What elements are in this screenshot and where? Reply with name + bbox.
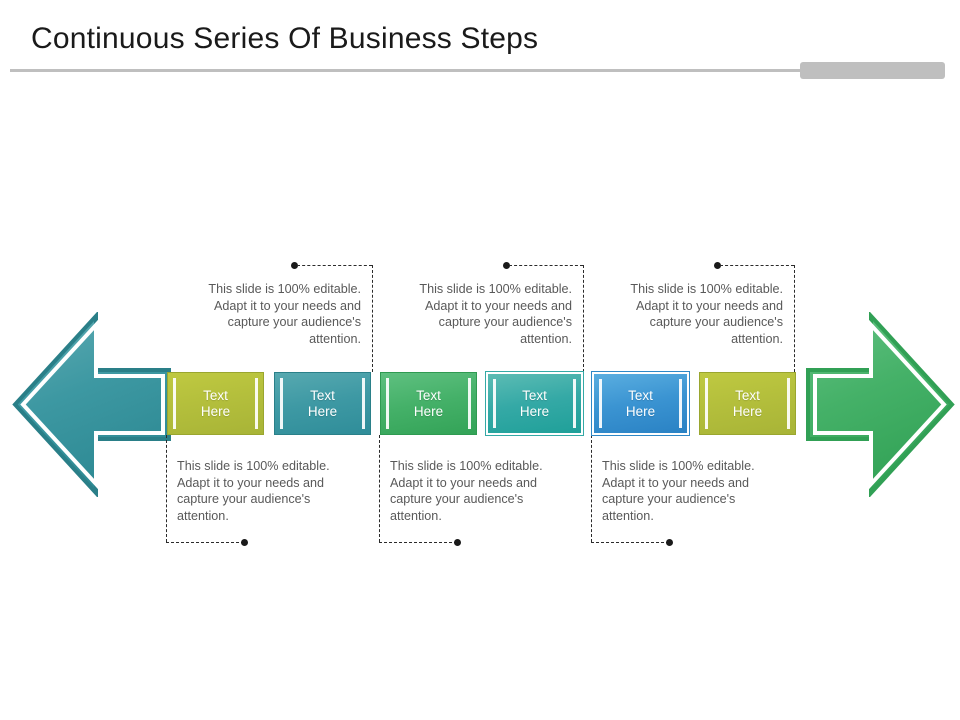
step-box-4[interactable]: Text Here: [485, 371, 584, 436]
step-box-1-label: Text Here: [201, 388, 230, 420]
step-box-6-line1: Text: [735, 387, 760, 403]
connector-upper-3-v: [794, 265, 795, 372]
accent-bar-left: [493, 379, 496, 428]
step-box-1-line1: Text: [203, 387, 228, 403]
connector-dot-lower-2: [454, 539, 461, 546]
connector-dot-upper-1: [291, 262, 298, 269]
accent-bar-left: [386, 378, 389, 429]
step-box-3-label: Text Here: [414, 388, 443, 420]
left-arrow[interactable]: [12, 312, 172, 497]
step-box-5-label: Text Here: [626, 388, 655, 420]
step-box-2-line2: Here: [307, 403, 338, 419]
connector-upper-2-h: [509, 265, 583, 266]
step-box-3[interactable]: Text Here: [380, 372, 477, 435]
accent-bar-right: [679, 379, 682, 428]
blurb-lower-1: This slide is 100% editable. Adapt it to…: [177, 459, 330, 523]
step-box-5-line2: Here: [625, 403, 656, 419]
accent-bar-left: [705, 378, 708, 429]
connector-dot-lower-3: [666, 539, 673, 546]
connector-upper-2-v: [583, 265, 584, 372]
accent-bar-left: [599, 379, 602, 428]
step-box-3-line1: Text: [416, 387, 441, 403]
blurb-upper-2: This slide is 100% editable. Adapt it to…: [419, 282, 572, 346]
blurb-upper-1: This slide is 100% editable. Adapt it to…: [208, 282, 361, 346]
step-box-4-label: Text Here: [520, 388, 549, 420]
step-box-4-line1: Text: [522, 387, 547, 403]
divider-tab: [800, 62, 945, 79]
step-box-6-label: Text Here: [733, 388, 762, 420]
connector-lower-3-v: [591, 435, 592, 542]
accent-bar-right: [573, 379, 576, 428]
step-box-5[interactable]: Text Here: [591, 371, 690, 436]
step-box-6[interactable]: Text Here: [699, 372, 796, 435]
connector-upper-1-h: [297, 265, 372, 266]
blurb-lower-2: This slide is 100% editable. Adapt it to…: [390, 459, 543, 523]
step-box-5-line1: Text: [628, 387, 653, 403]
connector-upper-3-h: [720, 265, 794, 266]
connector-lower-3-h: [591, 542, 669, 543]
connector-lower-1-h: [166, 542, 244, 543]
connector-lower-1-v: [166, 435, 167, 542]
right-arrow[interactable]: [805, 312, 955, 497]
connector-dot-upper-2: [503, 262, 510, 269]
accent-bar-left: [173, 378, 176, 429]
title-divider: [10, 69, 853, 72]
step-box-4-line2: Here: [519, 403, 550, 419]
connector-dot-upper-3: [714, 262, 721, 269]
connector-upper-1-v: [372, 265, 373, 372]
accent-bar-right: [468, 378, 471, 429]
accent-bar-left: [280, 378, 283, 429]
page-title: Continuous Series Of Business Steps: [31, 22, 539, 55]
step-box-2-line1: Text: [310, 387, 335, 403]
accent-bar-right: [362, 378, 365, 429]
step-box-6-line2: Here: [732, 403, 763, 419]
blurb-upper-3: This slide is 100% editable. Adapt it to…: [630, 282, 783, 346]
step-box-2-label: Text Here: [308, 388, 337, 420]
connector-lower-2-v: [379, 435, 380, 542]
connector-lower-2-h: [379, 542, 457, 543]
step-box-3-line2: Here: [413, 403, 444, 419]
blurb-lower-3: This slide is 100% editable. Adapt it to…: [602, 459, 755, 523]
connector-dot-lower-1: [241, 539, 248, 546]
accent-bar-right: [255, 378, 258, 429]
step-box-1[interactable]: Text Here: [167, 372, 264, 435]
step-box-1-line2: Here: [200, 403, 231, 419]
accent-bar-right: [787, 378, 790, 429]
step-box-2[interactable]: Text Here: [274, 372, 371, 435]
